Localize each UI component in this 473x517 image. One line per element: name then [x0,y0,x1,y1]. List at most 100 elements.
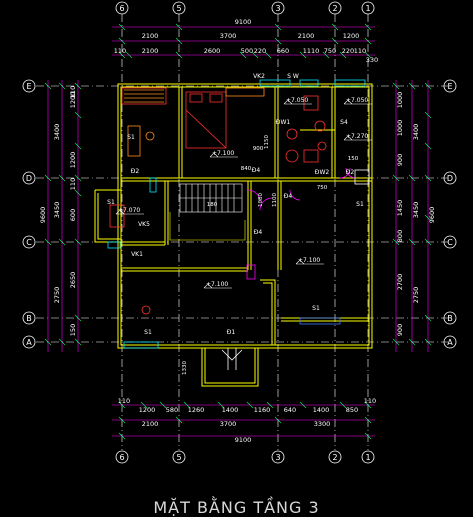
axis-bubble-5-bottom: 5 [172,450,186,464]
svg-text:D: D [26,174,32,183]
svg-text:750: 750 [317,185,328,191]
svg-text:2750: 2750 [53,287,61,304]
svg-text:900: 900 [396,324,404,336]
svg-text:S1: S1 [127,134,135,141]
svg-text:VK2: VK2 [253,73,265,80]
svg-text:Đ2: Đ2 [131,168,140,175]
svg-text:580: 580 [166,406,178,414]
svg-text:6: 6 [119,4,124,13]
furniture [109,87,327,315]
axis-bubble-D-left: D [22,171,36,185]
svg-text:Đ4: Đ4 [284,193,293,200]
axis-bubble-B-right: B [443,311,457,325]
axis-bubble-A-left: A [22,335,36,349]
svg-text:500: 500 [241,47,253,55]
svg-text:Đ1: Đ1 [227,329,236,336]
svg-text:1000: 1000 [396,120,404,137]
axis-bubble-2-top: 2 [328,1,342,15]
svg-text:1150: 1150 [264,135,270,149]
svg-text:S1: S1 [312,305,320,312]
svg-text:2: 2 [332,453,337,462]
svg-text:Đ4: Đ4 [254,229,263,236]
axis-bubbles-left: E D C B A [22,79,36,349]
svg-text:1080: 1080 [258,193,264,207]
svg-text:A: A [447,338,453,347]
svg-text:1110: 1110 [303,47,320,55]
axis-bubble-D-right: D [443,171,457,185]
top-total-dim: 9100 [235,18,252,26]
top-dimensions: 9100 2100 3700 2100 1200 110 2100 2600 5… [114,18,378,64]
axis-bubble-6-bottom: 6 [115,450,129,464]
svg-text:S4: S4 [340,119,348,126]
svg-text:1400: 1400 [313,406,330,414]
svg-text:150: 150 [348,156,359,162]
svg-text:2650: 2650 [69,272,77,289]
svg-text:640: 640 [284,406,296,414]
svg-text:+7.100: +7.100 [298,257,320,264]
svg-text:220: 220 [254,47,266,55]
svg-text:150: 150 [69,324,77,336]
axis-bubble-1-bottom: 1 [361,450,375,464]
svg-text:2100: 2100 [142,32,159,40]
svg-text:2750: 2750 [412,287,420,304]
svg-text:1330: 1330 [182,361,188,375]
svg-text:3450: 3450 [53,202,61,219]
axis-bubble-E-left: E [22,79,36,93]
svg-text:3700: 3700 [220,420,237,428]
svg-text:3450: 3450 [412,202,420,219]
walls [94,83,373,387]
svg-text:5: 5 [176,453,181,462]
svg-text:B: B [447,314,453,323]
svg-text:Đ2: Đ2 [346,169,355,176]
svg-text:S W: S W [287,73,299,80]
svg-text:VK1: VK1 [131,251,143,258]
axis-bubbles-top: 6 5 3 2 1 [115,1,375,15]
svg-text:850: 850 [346,406,358,414]
svg-text:330: 330 [366,56,378,64]
svg-text:2600: 2600 [204,47,221,55]
svg-text:A: A [26,338,32,347]
svg-text:1450: 1450 [396,200,404,217]
svg-text:3: 3 [275,4,280,13]
svg-text:S1: S1 [356,201,364,208]
svg-text:2100: 2100 [142,420,159,428]
svg-text:1260: 1260 [188,406,205,414]
svg-text:S1: S1 [107,199,115,206]
axis-bubble-C-right: C [443,235,457,249]
axis-bubble-6-top: 6 [115,1,129,15]
dimension-ticks [44,23,432,440]
svg-text:1: 1 [365,453,370,462]
svg-text:1100: 1100 [272,193,278,207]
svg-text:220: 220 [342,47,354,55]
axis-bubble-3-top: 3 [271,1,285,15]
svg-text:660: 660 [277,47,289,55]
axis-bubbles-right: E D C B A [443,79,457,349]
drawing-title: MẶT BẰNG TẦNG 3 [153,498,320,517]
bottom-dimensions: 110 1200 580 1260 1400 1160 640 1400 850… [118,397,376,444]
svg-text:D: D [447,174,453,183]
svg-text:2700: 2700 [396,274,404,291]
staircase [169,183,246,241]
axis-bubble-1-top: 1 [361,1,375,15]
svg-text:+7.100: +7.100 [206,281,228,288]
svg-text:3400: 3400 [412,124,420,141]
svg-text:110: 110 [118,397,130,405]
svg-text:1200: 1200 [139,406,156,414]
svg-text:180: 180 [207,202,218,208]
svg-text:1: 1 [365,4,370,13]
axis-bubble-5-top: 5 [172,1,186,15]
axis-bubble-E-right: E [443,79,457,93]
svg-text:ĐW1: ĐW1 [276,119,291,126]
svg-text:C: C [447,238,453,247]
left-dimensions: 9600 3400 3450 2750 110 1200 1200 110 60… [39,86,77,336]
svg-text:3300: 3300 [314,420,331,428]
svg-text:C: C [26,238,32,247]
svg-text:1200: 1200 [343,32,360,40]
svg-text:5: 5 [176,4,181,13]
axis-bubble-3-bottom: 3 [271,450,285,464]
svg-text:2100: 2100 [298,32,315,40]
windows-doors [107,79,370,370]
svg-text:110: 110 [354,47,366,55]
svg-text:110: 110 [69,86,77,98]
svg-text:3400: 3400 [53,124,61,141]
